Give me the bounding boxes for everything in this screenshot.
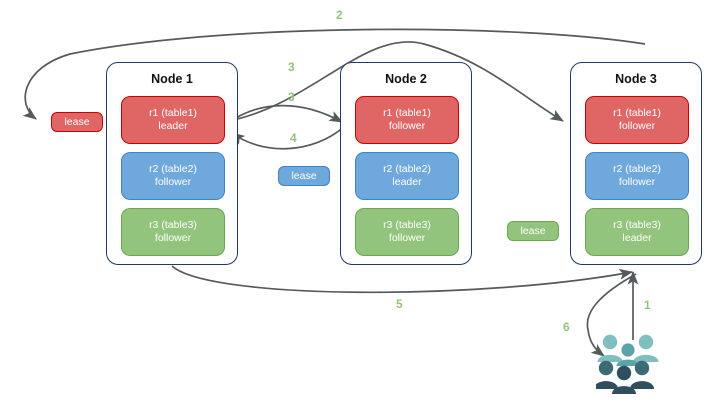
arrow-step-5 [171,265,634,294]
replica-node2-r1: r1 (table1) follower [355,96,459,144]
node-container-1: Node 1 r1 (table1) leader r2 (table2) fo… [106,62,238,265]
arrow-step-4 [231,125,346,150]
lease-label: lease [64,116,90,128]
replica-name: r3 (table3) [149,219,197,231]
replica-node2-r2: r2 (table2) leader [355,152,459,200]
replica-name: r2 (table2) [613,163,661,175]
node-title-2: Node 2 [385,72,427,86]
step-label-1: 1 [644,298,651,312]
replica-name: r2 (table2) [149,163,197,175]
replica-name: r1 (table1) [383,107,431,119]
replica-node1-r2: r2 (table2) follower [121,152,225,200]
arrow-step-3-to-node2 [227,104,343,124]
node-title-3: Node 3 [615,72,657,86]
step-label-3-upper: 3 [288,60,295,74]
node-container-3: Node 3 r1 (table1) follower r2 (table2) … [570,62,702,265]
replica-role: follower [618,176,656,188]
step-label-4: 4 [290,131,297,145]
replica-role: follower [154,232,192,244]
node-container-2: Node 2 r1 (table1) follower r2 (table2) … [340,62,472,265]
replica-role: follower [154,176,192,188]
lease-label: lease [520,225,546,237]
replica-node1-r3: r3 (table3) follower [121,208,225,256]
replica-name: r3 (table3) [613,219,661,231]
replica-name: r2 (table2) [383,163,431,175]
replica-role: follower [388,232,426,244]
lease-badge-node1: lease [51,112,103,132]
lease-badge-node3: lease [507,221,559,241]
replica-node3-r2: r2 (table2) follower [585,152,689,200]
replica-node2-r3: r3 (table3) follower [355,208,459,256]
replica-role: follower [618,120,656,132]
step-label-3-lower: 3 [288,90,295,104]
step-label-6: 6 [563,320,570,334]
arrow-step-2 [22,28,646,120]
replica-node3-r1: r1 (table1) follower [585,96,689,144]
node-title-1: Node 1 [151,72,193,86]
replica-role: leader [392,176,422,188]
step-label-2: 2 [336,8,343,22]
lease-badge-node2: lease [278,166,330,186]
replica-role: leader [158,120,188,132]
people-group-icon [596,334,659,394]
replica-name: r3 (table3) [383,219,431,231]
arrow-step-3-to-node3 [227,41,564,122]
replica-node1-r1: r1 (table1) leader [121,96,225,144]
lease-label: lease [291,170,317,182]
replica-role: leader [622,232,652,244]
replica-name: r1 (table1) [149,107,197,119]
replica-name: r1 (table1) [613,107,661,119]
replica-node3-r3: r3 (table3) leader [585,208,689,256]
step-label-5: 5 [396,297,403,311]
arrow-step-6 [586,273,637,357]
replica-role: follower [388,120,426,132]
